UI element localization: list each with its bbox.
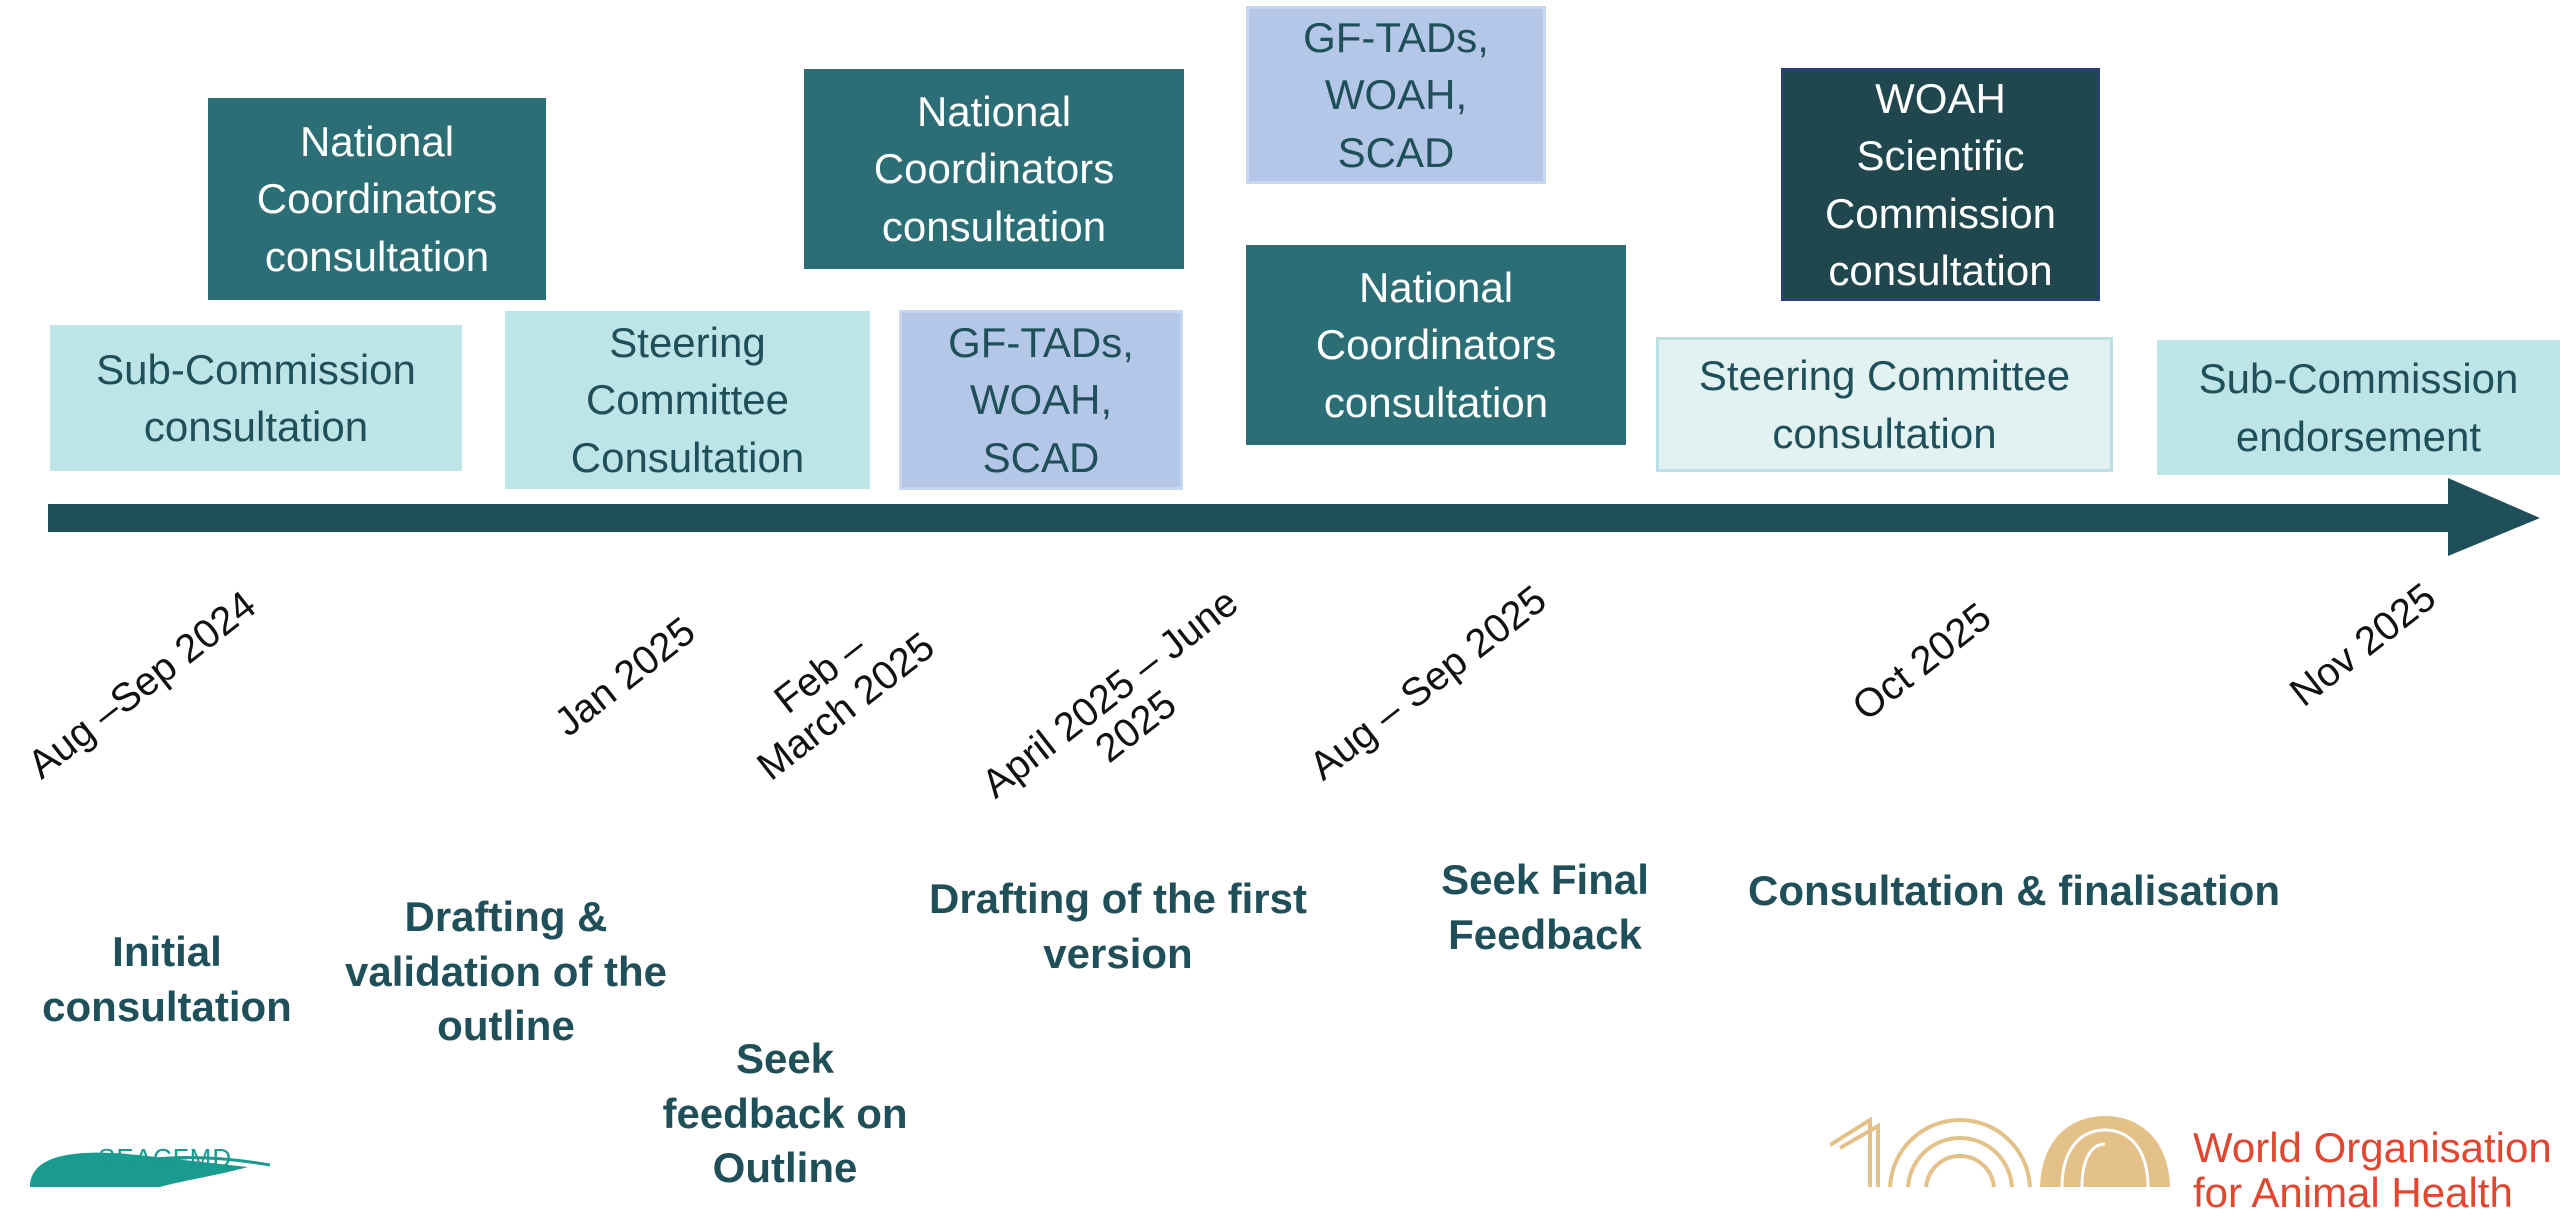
gftads-woah-scad-box-1: GF-TADs, WOAH, SCAD	[899, 310, 1183, 490]
date-oct-2025: Oct 2025	[1844, 594, 2000, 730]
woah-organisation-name: World Organisation for Animal Health	[2193, 1124, 2552, 1216]
national-coordinators-box-3: National Coordinators consultation	[1246, 245, 1626, 445]
steering-committee-box-1: Steering Committee Consultation	[505, 311, 870, 489]
gftads-woah-scad-box-2: GF-TADs, WOAH, SCAD	[1246, 6, 1546, 184]
seacfmd-logo: SEACFMD	[30, 1143, 271, 1187]
timeline-arrow	[48, 478, 2540, 556]
phase-consultation-finalisation: Consultation & finalisation	[1748, 867, 2280, 914]
national-coordinators-box-2: National Coordinators consultation	[804, 69, 1184, 269]
phase-seek-final-feedback: Seek Final Feedback	[1441, 856, 1649, 958]
date-aug-sep-2025: Aug – Sep 2025	[1301, 577, 1555, 789]
phase-drafting-validation: Drafting & validation of the outline	[344, 893, 668, 1050]
steering-committee-box-2: Steering Committee consultation	[1656, 337, 2113, 472]
date-aug-sep-2024: Aug –Sep 2024	[19, 582, 265, 788]
phase-seek-feedback-outline: Seek feedback on Outline	[662, 1035, 908, 1192]
date-feb-march-2025: Feb – March 2025	[749, 624, 943, 789]
woah-scientific-commission-box: WOAH Scientific Commission consultation	[1781, 68, 2100, 301]
date-jan-2025: Jan 2025	[546, 608, 704, 746]
subcommission-consultation-box: Sub-Commission consultation	[50, 325, 462, 471]
subcommission-endorsement-box: Sub-Commission endorsement	[2157, 340, 2560, 475]
date-april-june-2025: April 2025 – June 2025	[973, 580, 1247, 807]
national-coordinators-box-1: National Coordinators consultation	[208, 98, 546, 300]
seacfmd-logo-text: SEACFMD	[98, 1143, 232, 1173]
phase-initial-consultation: Initial consultation	[42, 928, 292, 1030]
phase-drafting-first-version: Drafting of the first version	[929, 875, 1307, 977]
woah-centenary-logo	[1830, 1116, 2170, 1187]
date-nov-2025: Nov 2025	[2281, 574, 2445, 716]
